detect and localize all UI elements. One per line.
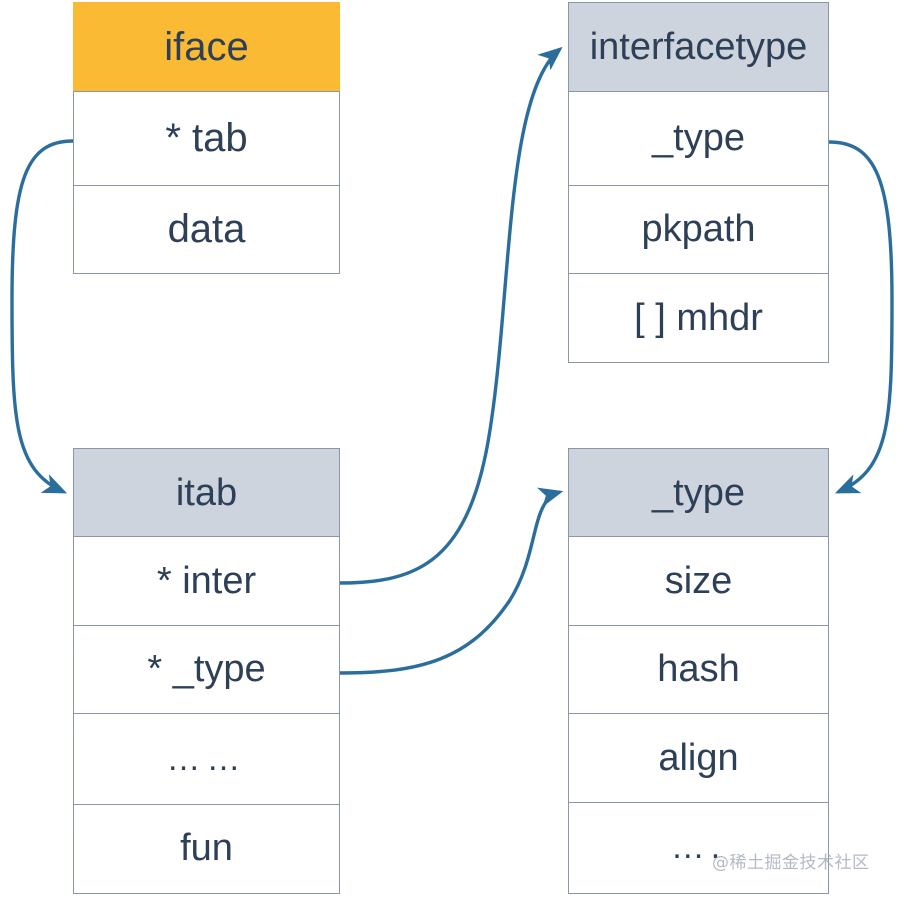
field-itab-fun: fun	[73, 803, 340, 894]
box-header-iface: iface	[73, 2, 340, 93]
connector-itab-type-to-type	[339, 487, 564, 675]
field-itab-type: * _type	[73, 624, 340, 715]
field-type-ellipsis: ….	[568, 801, 829, 894]
field-type-hash: hash	[568, 624, 829, 715]
field-interfacetype-pkpath: pkpath	[568, 184, 829, 275]
ellipsis-glyph: ….	[670, 828, 727, 867]
field-iface-data: data	[73, 184, 340, 274]
struct-box-itab: itab * inter * _type …… fun	[73, 448, 340, 894]
field-interfacetype-type: _type	[568, 91, 829, 187]
connector-interfacetype-type-to-type	[828, 140, 894, 494]
box-header-itab: itab	[73, 448, 340, 538]
field-type-align: align	[568, 713, 829, 804]
connector-itab-inter-to-interfacetype	[339, 46, 563, 585]
box-header-interfacetype: interfacetype	[568, 2, 829, 93]
field-type-size: size	[568, 536, 829, 627]
box-header-type: _type	[568, 448, 829, 538]
struct-box-iface: iface * tab data	[73, 2, 340, 274]
struct-box-interfacetype: interfacetype _type pkpath [ ] mhdr	[568, 2, 829, 364]
field-itab-ellipsis: ……	[73, 713, 340, 806]
watermark-text: @稀土掘金技术社区	[712, 853, 870, 873]
field-interfacetype-mhdr: [ ] mhdr	[568, 273, 829, 364]
connector-iface-tab-to-itab	[10, 139, 74, 494]
struct-box-type: _type size hash align ….	[568, 448, 829, 894]
ellipsis-glyph: ……	[166, 739, 247, 778]
field-iface-tab: * tab	[73, 91, 340, 187]
field-itab-inter: * inter	[73, 536, 340, 627]
